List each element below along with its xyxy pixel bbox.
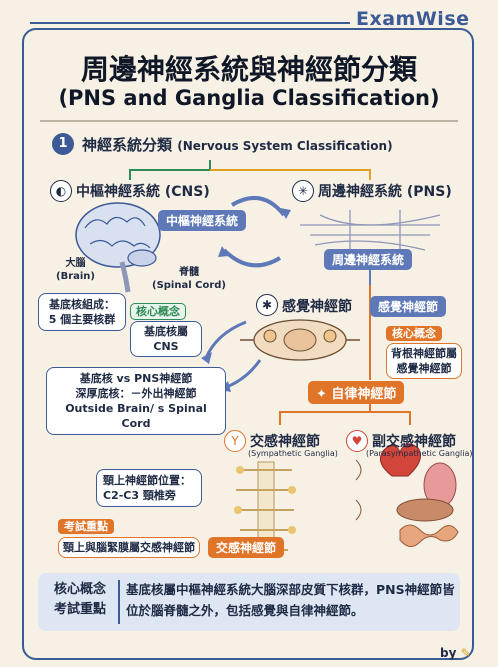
brain-label-en: (Brain) bbox=[56, 271, 95, 282]
cns-core-concept-box: 核心概念 基底核屬CNS bbox=[130, 300, 202, 357]
position-line1: 頸上神經節位置： bbox=[103, 474, 191, 487]
compare-line1: 基底核 vs PNS神經節 bbox=[79, 372, 193, 385]
byline-text: by bbox=[440, 646, 457, 660]
comparison-box: 基底核 vs PNS神經節 深厚底核：－外出神經節 Outside Brain/… bbox=[46, 367, 226, 435]
cns-tag: 中樞神經系統 bbox=[158, 210, 247, 231]
parasympathetic-icon: ♥ bbox=[346, 430, 368, 452]
sensory-ganglia-label: 感覺神經節 bbox=[282, 299, 352, 315]
neuron-icon: ✳ bbox=[292, 180, 314, 202]
cns-core-text: 基底核屬CNS bbox=[130, 321, 202, 357]
pns-tag: 周邊神經系統 bbox=[324, 249, 413, 270]
sympathetic-chain-illustration bbox=[234, 461, 296, 557]
summary-divider bbox=[118, 580, 120, 624]
brain-icon: ◐ bbox=[50, 180, 72, 202]
basal-note-line2: 5 個主要核群 bbox=[48, 313, 116, 326]
page-subtitle: (PNS and Ganglia Classification) bbox=[58, 86, 440, 110]
sympathetic-icon: Y bbox=[224, 430, 246, 452]
sensory-core-line2: 感覺神經節 bbox=[396, 362, 452, 375]
pns-nerves-illustration bbox=[300, 210, 441, 251]
cns-core-title: 核心概念 bbox=[130, 303, 186, 320]
compare-line2: 深厚底核：－外出神經節 bbox=[75, 387, 197, 400]
autonomic-label: 自律神經節 bbox=[331, 387, 397, 402]
basal-ganglia-note: 基底核組成： 5 個主要核群 bbox=[38, 293, 126, 331]
cns-label: 中樞神經系統 (CNS) bbox=[76, 184, 210, 200]
spinal-cord-label-zh: 脊髓 bbox=[179, 267, 199, 278]
brain-label-zh: 大腦 bbox=[65, 258, 86, 269]
parasympathetic-label: 副交感神經節 bbox=[372, 434, 456, 450]
pns-label: 周邊神經系統 (PNS) bbox=[318, 184, 452, 200]
section-number-badge: 1 bbox=[52, 133, 74, 155]
sensory-ganglia-tag: 感覺神經節 bbox=[370, 296, 447, 317]
autonomic-icon: ✦ bbox=[316, 387, 332, 402]
sensory-core-line1: 背根神經節屬 bbox=[391, 347, 457, 360]
header-rule bbox=[30, 22, 350, 24]
cycle-arrow-bottom bbox=[222, 248, 282, 268]
sensory-neuron-icon: ✱ bbox=[256, 294, 278, 316]
superior-cervical-position-note: 頸上神經節位置： C2-C3 頸椎旁 bbox=[96, 469, 202, 507]
section-title: 神經系統分類 (Nervous System Classification) bbox=[82, 134, 393, 155]
section-title-zh: 神經系統分類 bbox=[82, 136, 173, 154]
content-frame bbox=[22, 28, 474, 660]
exam-point-title: 考試重點 bbox=[58, 519, 114, 534]
sympathetic-exam-box: 考試重點 頸上與腦緊膜屬交感神經節 bbox=[58, 515, 200, 558]
sympathetic-label-en: (Sympathetic Ganglia) bbox=[248, 449, 338, 458]
exam-point-text: 頸上與腦緊膜屬交感神經節 bbox=[58, 537, 200, 558]
summary-key: 核心概念 考試重點 bbox=[44, 580, 116, 620]
brand-mark-icon: ✎ bbox=[460, 646, 471, 660]
summary-key-line2: 考試重點 bbox=[53, 602, 106, 617]
spinal-cord-cross-section bbox=[240, 319, 360, 361]
brain-illustration bbox=[75, 202, 161, 293]
autonomic-ganglia-tag: ✦ 自律神經節 bbox=[308, 381, 405, 404]
title-divider bbox=[40, 120, 458, 122]
brain-label: 大腦 (Brain) bbox=[56, 257, 95, 283]
parasympathetic-label-en: (Parasympathetic Ganglia) bbox=[366, 449, 473, 458]
cycle-arrow-top bbox=[230, 196, 286, 217]
sensory-core-concept-box: 核心概念 背根神經節屬 感覺神經節 bbox=[386, 322, 462, 379]
sensory-core-text: 背根神經節屬 感覺神經節 bbox=[386, 343, 462, 379]
organs-illustration bbox=[355, 443, 459, 547]
brand-logo: ExamWise bbox=[356, 8, 470, 30]
summary-key-line1: 核心概念 bbox=[53, 582, 106, 597]
basal-note-line1: 基底核組成： bbox=[49, 298, 115, 311]
page-title: 周邊神經系統與神經節分類 bbox=[80, 53, 417, 86]
summary-text: 基底核屬中樞神經系統大腦深部皮質下核群，PNS神經節皆位於腦脊髓之外，包括感覺與… bbox=[126, 582, 455, 618]
byline: by ✎ bbox=[440, 646, 471, 660]
section-title-en: (Nervous System Classification) bbox=[177, 139, 393, 153]
compare-line3: Outside Brain/ s Spinal Cord bbox=[65, 402, 207, 430]
sympathetic-label: 交感神經節 bbox=[250, 434, 320, 450]
spinal-cord-label: 脊髓 (Spinal Cord) bbox=[152, 266, 226, 292]
sympathetic-ganglia-tag: 交感神經節 bbox=[208, 537, 285, 558]
sensory-core-title: 核心概念 bbox=[386, 326, 442, 341]
position-line2: C2-C3 頸椎旁 bbox=[103, 489, 176, 502]
summary-panel bbox=[38, 573, 460, 631]
spinal-cord-label-en: (Spinal Cord) bbox=[152, 280, 227, 291]
